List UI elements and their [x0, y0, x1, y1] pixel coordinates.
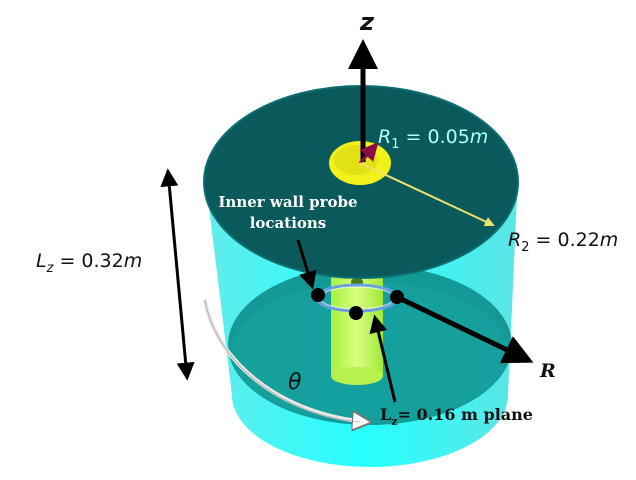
probe-pointer-arrow [296, 239, 317, 290]
probe-label-line1: Inner wall probe [218, 193, 357, 211]
theta-label: θ [288, 370, 302, 395]
lz-label: Lz = 0.32m [36, 250, 142, 276]
inner-rod-bottom [331, 367, 383, 385]
probe-dot-left [311, 288, 325, 302]
plane-label: Lz= 0.16 m plane [380, 405, 533, 428]
z-axis-label: z [359, 8, 375, 36]
probe-label-line2: locations [250, 214, 327, 232]
plane-pointer-arrow [369, 314, 397, 403]
lz-height-arrow [160, 168, 195, 381]
r1-arrow [358, 142, 379, 164]
r-axis-label: R [539, 360, 556, 382]
r-axis-arrow [395, 294, 534, 364]
inner-rod [331, 276, 383, 376]
theta-arrow-outline [204, 299, 361, 423]
r2-arrow [359, 162, 495, 227]
probe-dot-front [349, 306, 363, 320]
r1-label: R1 = 0.05m [378, 126, 488, 152]
r2-label: R2 = 0.22m [508, 229, 618, 255]
